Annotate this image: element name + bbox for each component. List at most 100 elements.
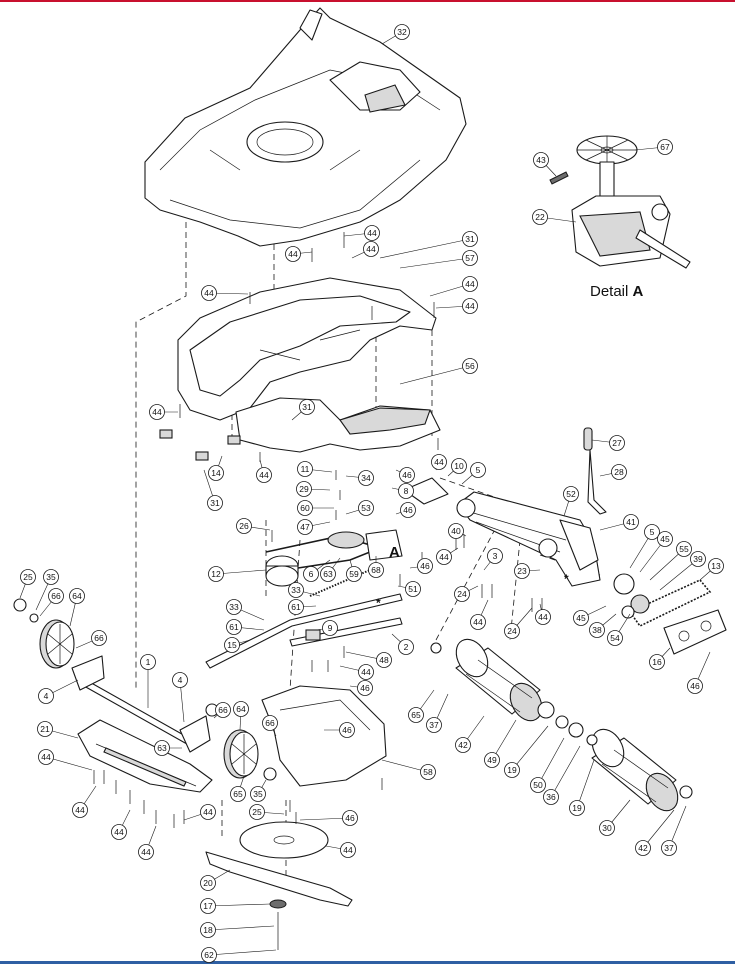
- part-callout-3: 3: [487, 548, 503, 564]
- part-callout-42: 42: [455, 737, 471, 753]
- callout-leader: [399, 365, 471, 385]
- callout-number: 1: [146, 657, 151, 667]
- callout-circle: [661, 840, 677, 856]
- callout-circle: [644, 524, 660, 540]
- part-callout-64: 64: [69, 588, 85, 604]
- part-callout-46: 46: [417, 558, 433, 574]
- callout-number: 44: [361, 667, 371, 677]
- part-callout-44: 44: [38, 749, 54, 765]
- callout-circle: [589, 622, 605, 638]
- callout-number: 51: [408, 584, 418, 594]
- top-frame-bar: [0, 0, 735, 2]
- callout-circle: [262, 715, 278, 731]
- callout-number: 39: [693, 554, 703, 564]
- callout-number: 13: [711, 561, 721, 571]
- callout-number: 60: [300, 503, 310, 513]
- callout-number: 31: [210, 498, 220, 508]
- part-callout-64: 64: [233, 701, 249, 717]
- drive-chain: [613, 573, 727, 655]
- front-skirt: [77, 719, 213, 793]
- rear-axle-housing: [456, 491, 601, 587]
- callout-circle: [37, 721, 53, 737]
- callout-number: 12: [211, 569, 221, 579]
- part-callout-44: 44: [436, 549, 452, 565]
- callout-number: 29: [299, 484, 309, 494]
- callout-number: 44: [141, 847, 151, 857]
- part-callout-33: 33: [288, 582, 304, 598]
- part-callout-65: 65: [408, 707, 424, 723]
- callout-circle: [154, 740, 170, 756]
- callout-number: 27: [612, 438, 622, 448]
- part-callout-46: 46: [399, 467, 415, 483]
- callout-leader: [550, 745, 581, 798]
- callout-number: 46: [360, 683, 370, 693]
- fasteners: [93, 232, 543, 828]
- callout-circle: [532, 209, 548, 225]
- belt-and-pulley: [265, 477, 449, 587]
- callout-circle: [623, 514, 639, 530]
- part-callout-58: 58: [420, 764, 436, 780]
- callout-number: 35: [253, 789, 263, 799]
- part-callout-21: 21: [37, 721, 53, 737]
- part-callout-52: 52: [563, 486, 579, 502]
- part-callout-61: 61: [288, 599, 304, 615]
- drive-lever: [583, 427, 607, 515]
- callout-circle: [236, 518, 252, 534]
- part-callout-34: 34: [358, 470, 374, 486]
- part-callout-33: 33: [226, 599, 242, 615]
- part-callout-37: 37: [661, 840, 677, 856]
- callout-circle: [687, 678, 703, 694]
- callout-number: 34: [361, 473, 371, 483]
- part-callout-30: 30: [599, 820, 615, 836]
- callout-number: 44: [439, 552, 449, 562]
- callout-circle: [340, 842, 356, 858]
- callout-circle: [676, 541, 692, 557]
- part-callout-16: 16: [649, 654, 665, 670]
- callout-circle: [454, 586, 470, 602]
- callout-number: 66: [218, 705, 228, 715]
- callout-number: 42: [458, 740, 468, 750]
- callout-circle: [451, 458, 467, 474]
- part-callout-44: 44: [201, 285, 217, 301]
- part-callout-17: 17: [200, 898, 216, 914]
- callout-number: 25: [23, 572, 33, 582]
- callout-leader: [642, 809, 675, 849]
- part-callout-44: 44: [462, 298, 478, 314]
- blade-guard: [261, 685, 387, 787]
- callout-number: 41: [626, 517, 636, 527]
- callout-number: 37: [664, 843, 674, 853]
- callout-circle: [405, 581, 421, 597]
- callout-number: 46: [342, 725, 352, 735]
- part-callout-44: 44: [462, 276, 478, 292]
- callout-circle: [38, 688, 54, 704]
- part-callout-12: 12: [208, 566, 224, 582]
- callout-circle: [111, 824, 127, 840]
- callout-leader: [381, 759, 429, 773]
- callout-number: 49: [487, 755, 497, 765]
- part-callout-53: 53: [358, 500, 374, 516]
- part-callout-35: 35: [43, 569, 59, 585]
- part-callout-61: 61: [226, 619, 242, 635]
- detail-a-prefix: Detail: [590, 283, 633, 300]
- callout-circle: [296, 481, 312, 497]
- part-callout-5: 5: [644, 524, 660, 540]
- part-callout-10: 10: [451, 458, 467, 474]
- callout-circle: [346, 566, 362, 582]
- part-callout-48: 48: [376, 652, 392, 668]
- callout-number: 46: [402, 470, 412, 480]
- callout-circle: [420, 764, 436, 780]
- part-callout-46: 46: [357, 680, 373, 696]
- part-callout-47: 47: [297, 519, 313, 535]
- callout-number: 52: [566, 489, 576, 499]
- callout-leader: [511, 725, 549, 771]
- callout-number: 44: [434, 457, 444, 467]
- callout-circle: [72, 802, 88, 818]
- callout-leader: [537, 737, 565, 786]
- callout-number: 55: [679, 544, 689, 554]
- callout-number: 63: [157, 743, 167, 753]
- callout-circle: [200, 922, 216, 938]
- callout-number: 23: [517, 566, 527, 576]
- callout-circle: [48, 588, 64, 604]
- callout-number: 46: [690, 681, 700, 691]
